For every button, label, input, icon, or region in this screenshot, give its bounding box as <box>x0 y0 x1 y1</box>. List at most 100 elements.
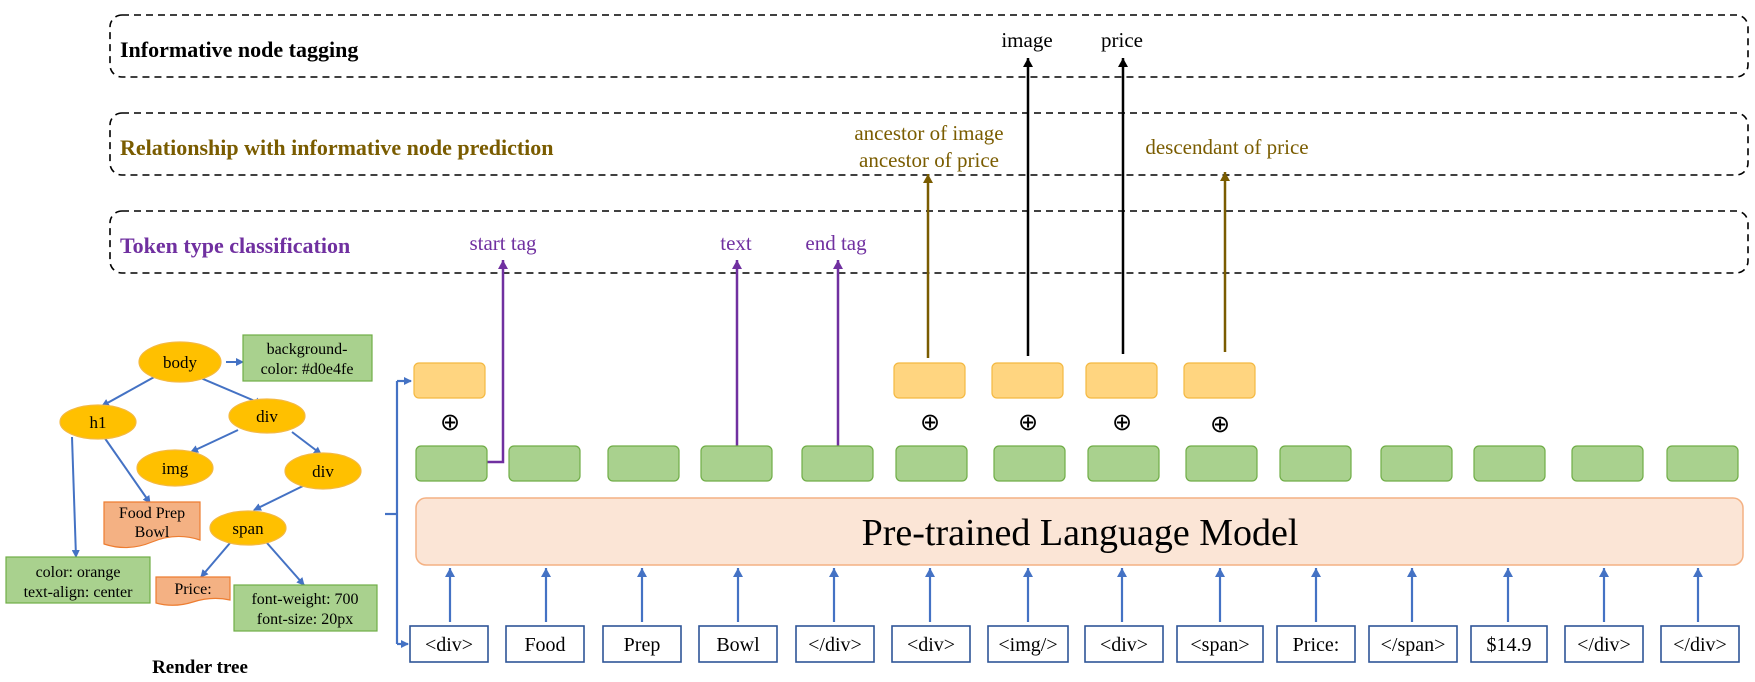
token-box <box>1368 625 1458 663</box>
token-box <box>1276 625 1356 663</box>
green-box <box>1473 445 1546 482</box>
output-end-tag: end tag <box>805 231 867 255</box>
token-label: Food <box>524 634 565 656</box>
label-relationship: Relationship with informative node predi… <box>120 135 554 160</box>
tree-node-label: span <box>232 519 264 538</box>
style-text: text-align: center <box>24 584 134 601</box>
token-box <box>698 625 778 663</box>
plus-icon: ⊕ <box>1210 412 1230 438</box>
green-box <box>1380 445 1453 482</box>
orange-box-2 <box>893 362 966 399</box>
tree-node-label: h1 <box>90 413 107 432</box>
render-tree-title: Render tree <box>152 657 248 678</box>
style-box-body <box>242 334 373 382</box>
token-label: <div> <box>907 634 955 656</box>
green-box <box>993 445 1066 482</box>
tree-node-label: div <box>312 462 334 481</box>
output-text: text <box>720 231 752 255</box>
token-box <box>795 625 875 663</box>
green-box <box>700 445 773 482</box>
band-tagging <box>109 14 1749 78</box>
token-label: $14.9 <box>1487 634 1532 656</box>
text-node-label: Bowl <box>135 524 170 541</box>
tree-nodes <box>59 341 362 546</box>
token-label: </span> <box>1381 634 1446 656</box>
text-node-label: Price: <box>174 581 211 598</box>
arrow-start-tag <box>487 260 508 464</box>
text-node-span <box>155 576 231 606</box>
token-label: Price: <box>1293 634 1340 656</box>
tree-node-body <box>138 341 222 383</box>
text-node-h1 <box>103 501 201 549</box>
tree-node-h1 <box>59 404 137 440</box>
token-label: </div> <box>1673 634 1727 656</box>
orange-box-3 <box>991 362 1064 399</box>
tree-node-label: body <box>163 353 198 372</box>
token-label: </div> <box>808 634 862 656</box>
token-box <box>602 625 682 663</box>
token-label: Prep <box>624 634 661 656</box>
tree-node-span <box>209 510 287 546</box>
output-ancestor-price: ancestor of price <box>859 148 999 172</box>
style-text: font-size: 20px <box>257 611 353 628</box>
output-price: price <box>1101 28 1143 52</box>
token-label: <span> <box>1190 634 1249 656</box>
output-ancestor-image: ancestor of image <box>854 121 1003 145</box>
token-box <box>987 625 1069 663</box>
green-box <box>1279 445 1352 482</box>
label-tagging: Informative node tagging <box>120 37 358 62</box>
green-box <box>415 445 488 482</box>
plus-icon: ⊕ <box>440 410 460 436</box>
tree-node-div <box>228 398 306 434</box>
orange-box-4 <box>1085 362 1158 399</box>
tree-node-label: div <box>256 407 278 426</box>
green-boxes <box>415 445 1739 482</box>
language-model-label: Pre-trained Language Model <box>862 512 1299 554</box>
token-box <box>1176 625 1264 663</box>
language-model-box <box>415 497 1744 566</box>
token-box <box>505 625 585 663</box>
tree-node-label: img <box>162 459 189 478</box>
token-label: <div> <box>425 634 473 656</box>
tree-node-img <box>136 449 214 487</box>
token-boxes <box>409 625 1740 663</box>
token-label: </div> <box>1577 634 1631 656</box>
green-box <box>1666 445 1739 482</box>
token-box <box>891 625 971 663</box>
label-token-type: Token type classification <box>120 233 350 258</box>
green-box <box>1185 445 1258 482</box>
tree-node-div <box>284 452 362 490</box>
output-start-tag: start tag <box>469 231 537 255</box>
token-box <box>1564 625 1644 663</box>
text-node-label: Food Prep <box>119 505 185 522</box>
green-box <box>1571 445 1644 482</box>
orange-box-1 <box>413 362 486 399</box>
style-text: color: #d0e4fe <box>261 361 354 378</box>
plus-icon: ⊕ <box>1018 410 1038 436</box>
green-box <box>801 445 874 482</box>
token-arrows <box>445 568 1703 622</box>
token-box <box>1660 625 1740 663</box>
token-box <box>409 625 489 663</box>
style-box-span <box>233 584 378 632</box>
plus-icon: ⊕ <box>920 410 940 436</box>
output-image: image <box>1001 28 1052 52</box>
style-text: color: orange <box>36 564 121 581</box>
green-box <box>1087 445 1160 482</box>
green-box <box>895 445 968 482</box>
token-label: Bowl <box>716 634 760 656</box>
green-box <box>508 445 581 482</box>
token-box <box>1470 625 1548 663</box>
token-box <box>1084 625 1164 663</box>
style-text: font-weight: 700 <box>251 591 358 608</box>
style-box-h1 <box>5 556 151 604</box>
token-label: <div> <box>1100 634 1148 656</box>
tree-bracket <box>385 377 412 648</box>
token-label: <img/> <box>998 634 1057 656</box>
style-text: background- <box>267 341 348 358</box>
plus-icon: ⊕ <box>1112 410 1132 436</box>
tree-edges <box>71 358 322 586</box>
orange-box-5 <box>1183 362 1256 399</box>
green-box <box>607 445 680 482</box>
